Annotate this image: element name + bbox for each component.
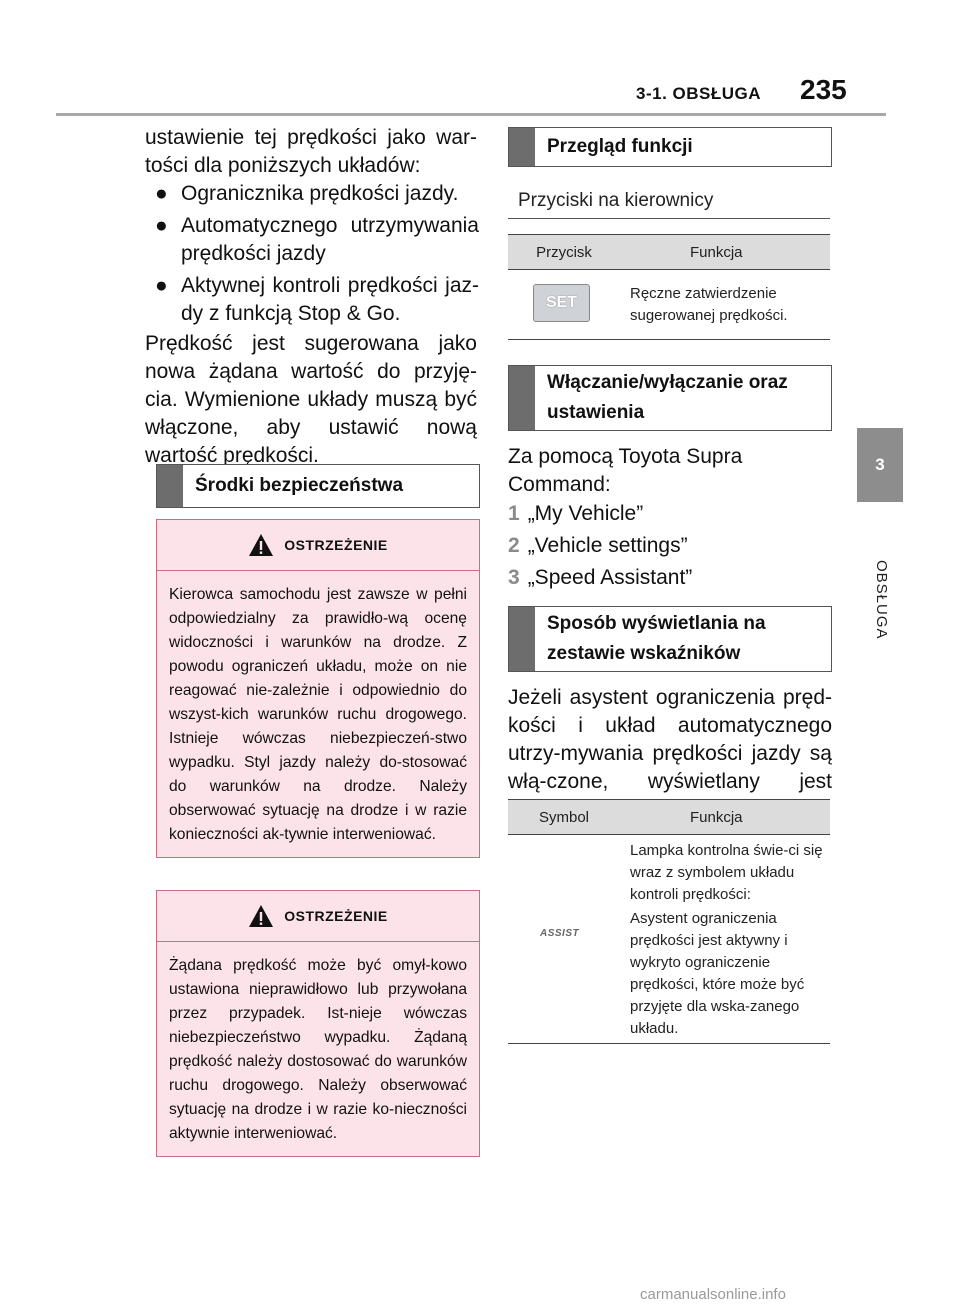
column-header: Przycisk (536, 243, 592, 261)
table-bottom-rule (508, 339, 830, 340)
chapter-tab: 3 (857, 428, 903, 502)
section-bar (509, 607, 535, 671)
suggestion-paragraph: Prędkość jest sugerowana jako nowa żądan… (145, 332, 477, 467)
warning-triangle-icon (249, 905, 274, 927)
warning-header: OSTRZEŻENIE (157, 891, 479, 941)
step-text: „My Vehicle” (527, 502, 644, 525)
overview-section-header: Przegląd funkcji (508, 127, 832, 167)
header-rule (56, 113, 886, 116)
set-button-icon: SET (533, 284, 590, 322)
step-text: „Vehicle settings” (527, 534, 688, 557)
warning-body: Kierowca samochodu jest zawsze w pełni o… (157, 570, 479, 857)
steering-buttons-subtitle: Przyciski na kierownicy (518, 190, 714, 211)
table-cell: Asystent ograniczenia prędkości jest akt… (630, 910, 805, 1037)
section-bar (509, 366, 535, 430)
warning-title: OSTRZEŻENIE (284, 537, 388, 553)
display-section-header: Sposób wyświetlania na zestawie wskaźnik… (508, 606, 832, 672)
warning-triangle-icon (249, 534, 274, 556)
bullet-text: Ogranicznika prędkości jazdy. (181, 182, 459, 205)
warning-header: OSTRZEŻENIE (157, 520, 479, 570)
column-header: Symbol (538, 808, 590, 826)
step-item: 1 „My Vehicle” (508, 500, 643, 528)
chapter-number: 3 (875, 455, 885, 474)
table-header: Symbol Funkcja (508, 799, 830, 835)
page-number: 235 (800, 74, 847, 105)
warning-box-1: OSTRZEŻENIE Kierowca samochodu jest zaws… (156, 519, 480, 858)
bullet-dot-icon: ● (155, 182, 168, 205)
table-header: Przycisk Funkcja (508, 234, 830, 270)
subtitle-rule (508, 218, 830, 219)
step-text: „Speed Assistant” (527, 566, 693, 589)
bullet-text: Aktywnej kontroli prędkości jaz-dy z fun… (181, 274, 479, 325)
table-cell: Ręczne zatwierdzenie sugerowanej prędkoś… (630, 285, 788, 324)
step-number: 3 (508, 566, 520, 589)
table-bottom-rule (508, 1043, 830, 1044)
bullet-text: Automatycznego utrzymywania prędkości ja… (181, 214, 479, 265)
section-heading: Przegląd funkcji (547, 136, 693, 157)
section-heading: Włączanie/wyłączanie oraz ustawienia (547, 372, 788, 423)
set-button-label: SET (545, 294, 578, 311)
table-cell: Lampka kontrolna świe-ci się wraz z symb… (630, 842, 823, 903)
warning-body: Żądana prędkość może być omył-kowo ustaw… (157, 941, 479, 1156)
chapter-label: OBSŁUGA (873, 560, 890, 640)
section-bar (157, 465, 183, 507)
warning-box-2: OSTRZEŻENIE Żądana prędkość może być omy… (156, 890, 480, 1157)
column-header: Funkcja (690, 243, 743, 261)
step-number: 1 (508, 502, 520, 525)
bullet-dot-icon: ● (155, 274, 168, 297)
watermark: carmanualsonline.info (640, 1286, 786, 1303)
intro-text: ustawienie tej prędkości jako war-tości … (145, 126, 477, 177)
onoff-section-header: Włączanie/wyłączanie oraz ustawienia (508, 365, 832, 431)
section-heading: Sposób wyświetlania na zestawie wskaźnik… (547, 613, 766, 664)
bullet-item: ● Automatycznego utrzymywania prędkości … (145, 212, 479, 268)
safety-section-header: Środki bezpieczeństwa (156, 464, 480, 508)
bullet-item: ● Aktywnej kontroli prędkości jaz-dy z f… (145, 272, 479, 328)
step-item: 2 „Vehicle settings” (508, 532, 688, 560)
section-title: 3-1. OBSŁUGA (636, 84, 762, 103)
column-header: Funkcja (690, 808, 743, 826)
assist-symbol-icon: ASSIST (540, 928, 580, 939)
section-bar (509, 128, 535, 166)
warning-title: OSTRZEŻENIE (284, 908, 388, 924)
bullet-dot-icon: ● (155, 214, 168, 237)
step-number: 2 (508, 534, 520, 557)
bullet-item: ● Ogranicznika prędkości jazdy. (145, 180, 479, 208)
section-heading: Środki bezpieczeństwa (195, 475, 404, 496)
step-item: 3 „Speed Assistant” (508, 564, 692, 592)
command-intro: Za pomocą Toyota Supra Command: (508, 445, 743, 496)
